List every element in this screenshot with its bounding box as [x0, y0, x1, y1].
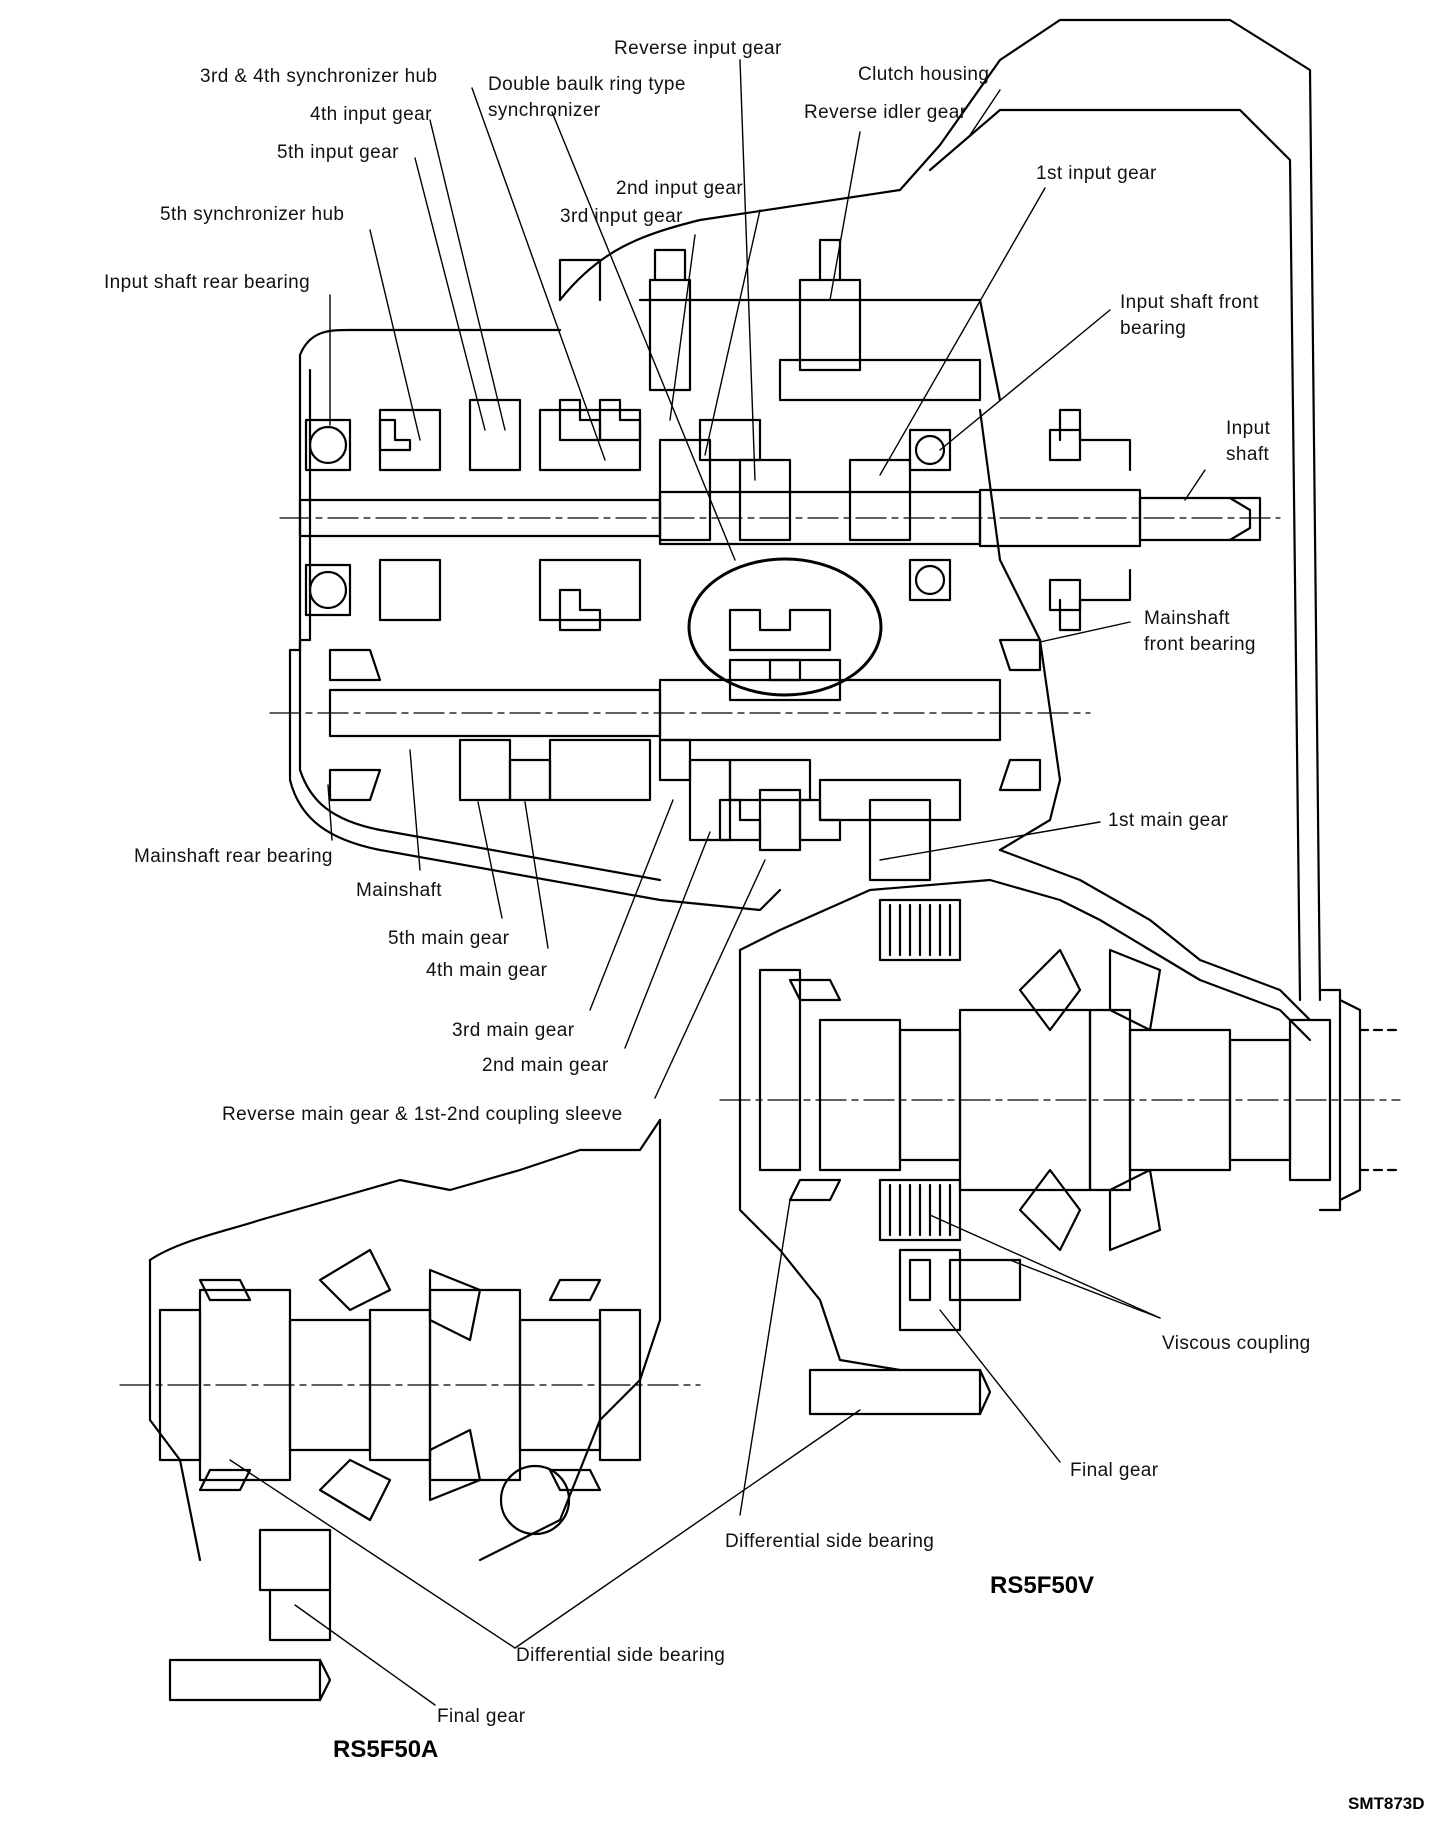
double-baulk-ring-detail — [687, 557, 883, 697]
input-gear-5th-label: 5th input gear — [277, 142, 399, 163]
double-baulk-ring-label-line1: Double baulk ring type — [488, 74, 686, 95]
main-gear-2nd-label: 2nd main gear — [482, 1055, 609, 1076]
main-gear-5th-label: 5th main gear — [388, 928, 510, 949]
reverse-idler-gear-label: Reverse idler gear — [804, 102, 967, 123]
sync-hub-3-4-label: 3rd & 4th synchronizer hub — [200, 66, 438, 87]
input-gears — [378, 398, 912, 622]
final-gear-a-label: Final gear — [437, 1706, 526, 1727]
leader-lines — [229, 59, 1206, 1706]
mainshaft — [269, 678, 1091, 742]
diff-side-bearing-a-label: Differential side bearing — [516, 1645, 726, 1666]
rs5f50v-pinion-gears — [1018, 948, 1162, 1252]
main-gear-3rd-label: 3rd main gear — [452, 1020, 575, 1041]
input-shaft-label-line1: Input — [1226, 418, 1271, 439]
mainshaft-front-bearing-label-line2: front bearing — [1144, 634, 1256, 655]
synchronizer-hubs — [378, 398, 842, 842]
mainshaft-bearings — [328, 638, 1042, 802]
viscous-coupling-plates — [878, 898, 962, 1242]
input-shaft-bearings — [304, 418, 952, 617]
rs5f50a-pinion-gears — [318, 1248, 482, 1522]
input-gear-2nd-label: 2nd input gear — [616, 178, 744, 199]
rs5f50a-differential — [119, 1118, 701, 1562]
reverse-idler-gear — [648, 238, 982, 402]
input-shaft-label-line2: shaft — [1226, 444, 1270, 465]
input-gear-4th-label: 4th input gear — [310, 104, 432, 125]
model-rs5f50a-label: RS5F50A — [333, 1736, 439, 1763]
double-baulk-ring-label-line2: synchronizer — [488, 100, 601, 121]
main-gear-4th-label: 4th main gear — [426, 960, 548, 981]
input-gear-1st-label: 1st input gear — [1036, 163, 1157, 184]
input-gear-3rd-label: 3rd input gear — [560, 206, 683, 227]
rs5f50a-final-gear — [168, 1464, 571, 1702]
viscous-coupling-label: Viscous coupling — [1162, 1333, 1311, 1354]
model-rs5f50v-label: RS5F50V — [990, 1572, 1095, 1599]
figure-code-label: SMT873D — [1348, 1794, 1425, 1813]
sync-hub-5th-label: 5th synchronizer hub — [160, 204, 345, 225]
diff-side-bearing-v-label: Differential side bearing — [725, 1531, 935, 1552]
main-gears — [458, 658, 962, 882]
rs5f50v-differential — [719, 878, 1401, 1372]
clutch-housing-outline — [558, 18, 1322, 1002]
final-gear-v-label: Final gear — [1070, 1460, 1159, 1481]
rs5f50a-side-bearings — [198, 1278, 602, 1492]
rs5f50v-side-seals — [1318, 988, 1402, 1212]
rs5f50v-final-gear — [808, 1248, 1022, 1416]
clutch-housing-label: Clutch housing — [858, 64, 990, 85]
reverse-input-gear-label: Reverse input gear — [614, 38, 782, 59]
input-shaft — [279, 488, 1281, 548]
input-shaft-front-bearing-label-line2: bearing — [1120, 318, 1187, 339]
main-gear-1st-label: 1st main gear — [1108, 810, 1229, 831]
input-shaft-front-bearing-label-line1: Input shaft front — [1120, 292, 1259, 313]
input-shaft-rear-bearing-label: Input shaft rear bearing — [104, 272, 311, 293]
mainshaft-rear-bearing-label: Mainshaft rear bearing — [134, 846, 333, 867]
reverse-main-gear-label: Reverse main gear & 1st-2nd coupling sle… — [222, 1104, 623, 1125]
input-shaft-seal — [1048, 408, 1132, 632]
mainshaft-front-bearing-label-line1: Mainshaft — [1144, 608, 1230, 629]
mainshaft-label: Mainshaft — [356, 880, 442, 901]
